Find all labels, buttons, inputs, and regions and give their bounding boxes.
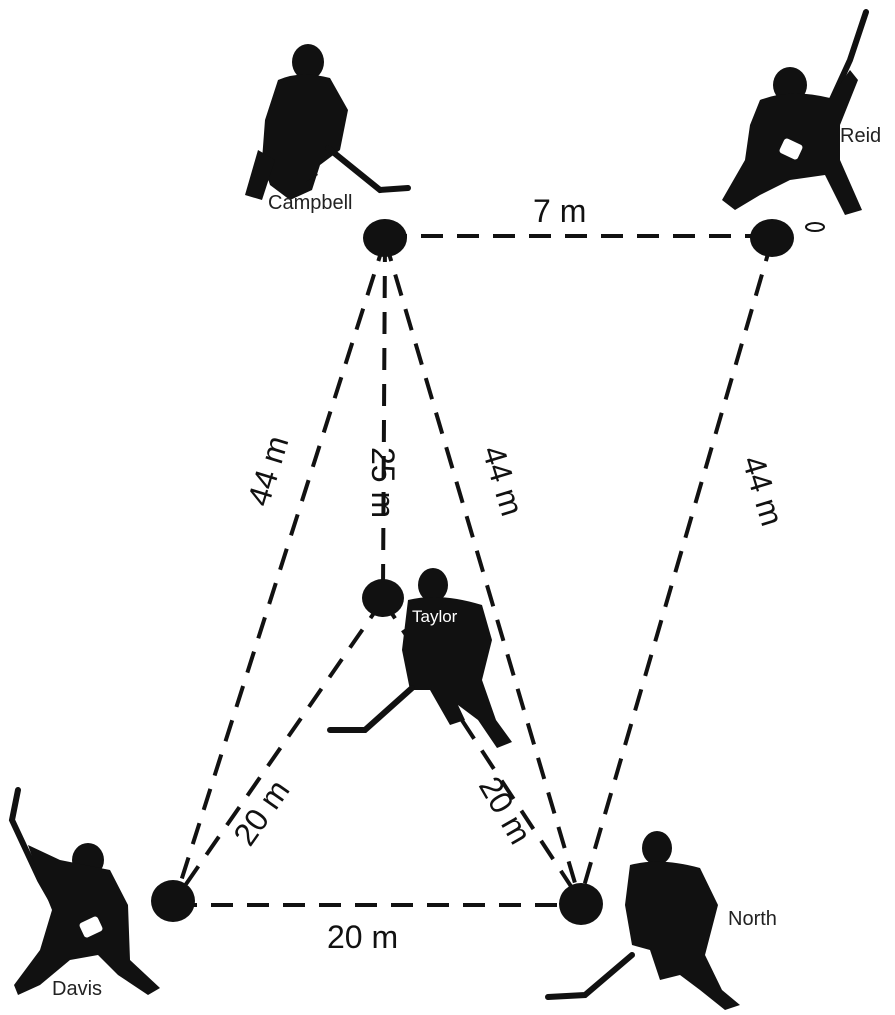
position-dot-taylor [362, 579, 404, 617]
distance-label-taylor-north: 20 m [472, 771, 539, 851]
position-dot-north [559, 883, 603, 925]
player-label-campbell: Campbell [268, 192, 352, 214]
glove-icon [777, 136, 805, 162]
line-campbell-davis [173, 239, 387, 901]
position-dot-campbell [363, 219, 407, 257]
distance-label-campbell-reid: 7 m [533, 193, 586, 229]
player-silhouette-north-icon [545, 831, 740, 1010]
player-silhouette-campbell-icon [245, 44, 411, 200]
player-label-north: North [728, 908, 777, 930]
line-taylor-north [381, 598, 582, 902]
distance-label-campbell-davis: 44 m [240, 431, 295, 510]
player-silhouette-reid-icon [722, 9, 869, 215]
position-dot-davis [151, 880, 195, 922]
player-label-davis: Davis [52, 978, 102, 1000]
distance-label-reid-north: 44 m [735, 452, 790, 531]
distance-label-campbell-taylor: 25 m [365, 447, 401, 518]
distance-label-campbell-north: 44 m [475, 442, 530, 521]
player-silhouette-davis-icon [8, 787, 160, 995]
line-reid-north [578, 239, 774, 901]
distance-label-davis-north: 20 m [327, 919, 398, 955]
player-silhouette-taylor-icon [327, 568, 512, 748]
player-label-reid: Reid [840, 125, 881, 147]
glove-icon [77, 914, 105, 940]
puck-icon [805, 222, 825, 232]
line-taylor-davis [173, 598, 385, 902]
line-campbell-north [383, 239, 582, 901]
line-campbell-taylor [381, 239, 387, 591]
position-dot-reid [750, 219, 794, 257]
player-label-taylor: Taylor [412, 607, 458, 626]
